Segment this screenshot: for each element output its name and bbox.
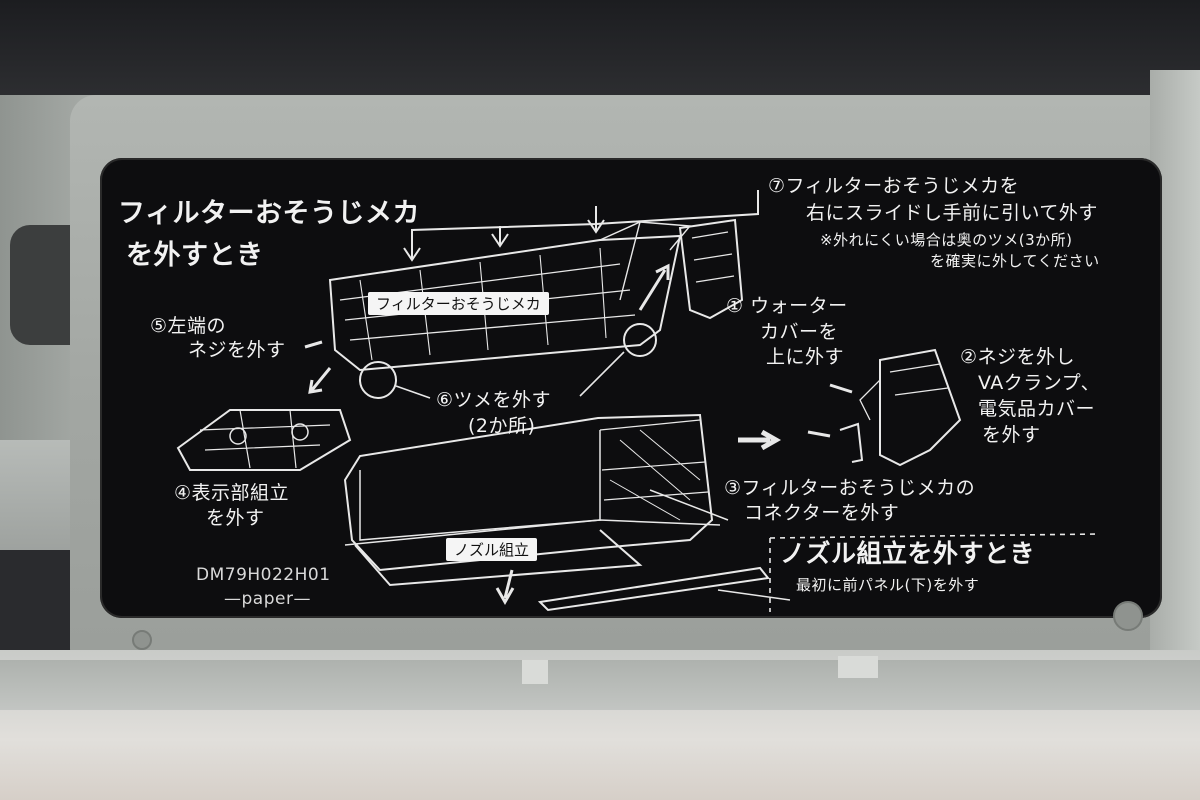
background-top (0, 0, 1200, 110)
step7-note1: ※外れにくい場合は奥のツメ(3か所) (820, 231, 1073, 249)
step5-arrow (308, 367, 332, 394)
housing-bottom-lip (0, 660, 1200, 710)
title-line2: を外すとき (126, 240, 264, 271)
panel-hole-left (132, 630, 152, 650)
water-cover-arrow (638, 263, 670, 311)
step5-line1: ⑤左端の (150, 315, 227, 337)
step3-line1: ③フィルターおそうじメカの (724, 477, 976, 499)
claw-circle-left (359, 361, 397, 399)
step4-line1: ④表示部組立 (174, 482, 290, 504)
step2-line1: ②ネジを外し (960, 346, 1076, 368)
claw-circle-right (623, 323, 657, 357)
step1-line2: カバーを (760, 321, 839, 343)
front-panel-pointer (717, 589, 791, 601)
step6-line2: (2か所) (468, 415, 536, 437)
va-clamp (839, 422, 864, 463)
step2-line2: VAクランプ、 (978, 372, 1101, 394)
nozzle-title: ノズル組立を外すとき (780, 539, 1036, 568)
step7-note2: を確実に外してください (930, 252, 1100, 270)
filter-mech-outline (328, 234, 682, 372)
step2-line4: を外す (982, 424, 1041, 446)
bracket-arrow-2 (491, 226, 509, 248)
unit-body (343, 413, 714, 572)
display-assembly (176, 409, 352, 471)
model-paper: —paper— (224, 589, 311, 609)
panel-hole-right (1113, 601, 1143, 631)
screw-right-2 (807, 430, 831, 438)
electric-cover (879, 348, 962, 467)
screw-left (304, 340, 323, 349)
screw-right-1 (829, 383, 853, 394)
housing-tab-left (522, 660, 548, 684)
step2-line3: 電気品カバー (978, 398, 1096, 420)
nozzle-note: 最初に前パネル(下)を外す (796, 576, 980, 594)
step1-line3: 上に外す (766, 346, 845, 368)
instruction-label (100, 158, 1162, 618)
nozzle-arrow (495, 569, 515, 606)
nozzle-section-divider (769, 533, 1101, 612)
step1-line1: ① ウォーター (726, 295, 848, 317)
step6-line1: ⑥ツメを外す (436, 389, 552, 411)
housing-tab-right (838, 656, 878, 678)
model-code: DM79H022H01 (196, 565, 331, 585)
bracket-arrow-3 (587, 214, 605, 234)
title-line1: フィルターおそうじメカ (118, 198, 420, 229)
nozzle-assembly (354, 529, 643, 587)
step4-line2: を外す (206, 507, 265, 529)
step3-line2: コネクターを外す (744, 502, 900, 524)
bracket-arrow-1 (403, 238, 421, 262)
step5-line2: ネジを外す (188, 339, 286, 361)
filter-mech-tag: フィルターおそうじメカ (368, 292, 549, 315)
step2-arrow (738, 429, 782, 451)
nozzle-tag: ノズル組立 (446, 538, 538, 561)
water-cover (678, 218, 744, 320)
front-panel-strip (537, 566, 770, 612)
step7-line1: ⑦フィルターおそうじメカを (768, 175, 1020, 197)
step7-line2: 右にスライドし手前に引いて外す (806, 202, 1098, 224)
